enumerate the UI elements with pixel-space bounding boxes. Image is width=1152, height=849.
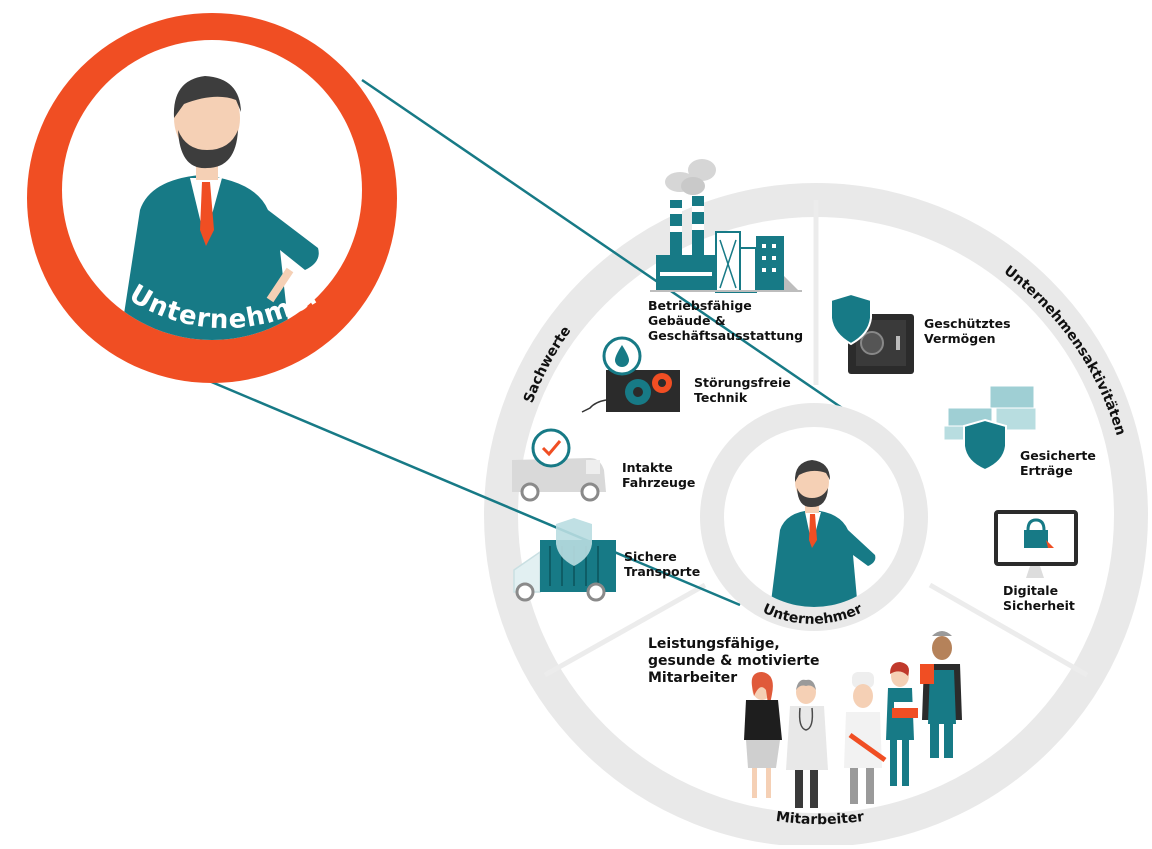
label-technik-line1: Störungsfreie <box>694 375 791 390</box>
label-ertraege-line1: Gesicherte <box>1020 448 1096 463</box>
safe-icon <box>830 292 914 374</box>
label-sicherheit-line1: Digitale <box>1003 583 1059 598</box>
label-gebaeude-line3: Geschäftsausstattung <box>648 328 804 343</box>
label-sicherheit: Digitale Sicherheit <box>1003 583 1075 613</box>
label-technik-line2: Technik <box>694 390 748 405</box>
label-mitarbeiter-text: Leistungsfähige, gesunde & motivierte Mi… <box>648 636 819 687</box>
connector-line-top <box>361 78 846 412</box>
label-transporte-line2: Transporte <box>624 564 701 579</box>
label-fahrzeuge-line1: Intakte <box>622 460 673 475</box>
connector-line-bottom <box>194 373 741 607</box>
businessman-illustration <box>120 76 319 340</box>
money-icon <box>943 385 1037 472</box>
label-fahrzeuge: Intakte Fahrzeuge <box>622 460 695 490</box>
ring-label-mitarbeiter: Mitarbeiter <box>775 809 865 828</box>
ring-divider-left <box>543 582 707 678</box>
label-mitarbeiter-line1: Leistungsfähige, <box>648 636 780 652</box>
van-icon <box>512 428 606 502</box>
label-gebaeude: Betriebsfähige Gebäude & Geschäftsaussta… <box>648 298 803 343</box>
label-technik: Störungsfreie Technik <box>694 375 791 405</box>
label-mitarbeiter-line3: Mitarbeiter <box>648 670 738 686</box>
label-gebaeude-line2: Gebäude & <box>648 313 726 328</box>
big-badge: Unternehmer <box>27 13 397 383</box>
gears-icon <box>581 336 680 413</box>
label-vermoegen: Geschütztes Vermögen <box>924 316 1011 346</box>
center-badge: Unternehmer <box>700 403 928 631</box>
factory-icon <box>650 159 802 293</box>
label-ertraege: Gesicherte Erträge <box>1020 448 1096 478</box>
label-vermoegen-line1: Geschütztes <box>924 316 1011 331</box>
workers-illustration <box>744 631 962 808</box>
ring-divider-right <box>928 582 1089 678</box>
label-ertraege-line2: Erträge <box>1020 463 1073 478</box>
center-businessman-illustration <box>770 460 876 607</box>
monitor-lock-icon <box>994 510 1078 578</box>
truck-icon <box>513 518 616 602</box>
label-gebaeude-line1: Betriebsfähige <box>648 298 752 313</box>
label-transporte: Sichere Transporte <box>624 549 700 579</box>
label-vermoegen-line2: Vermögen <box>924 331 996 346</box>
label-sicherheit-line2: Sicherheit <box>1003 598 1075 613</box>
label-fahrzeuge-line2: Fahrzeuge <box>622 475 696 490</box>
label-mitarbeiter-line2: gesunde & motivierte <box>648 653 820 669</box>
label-transporte-line1: Sichere <box>624 549 677 564</box>
